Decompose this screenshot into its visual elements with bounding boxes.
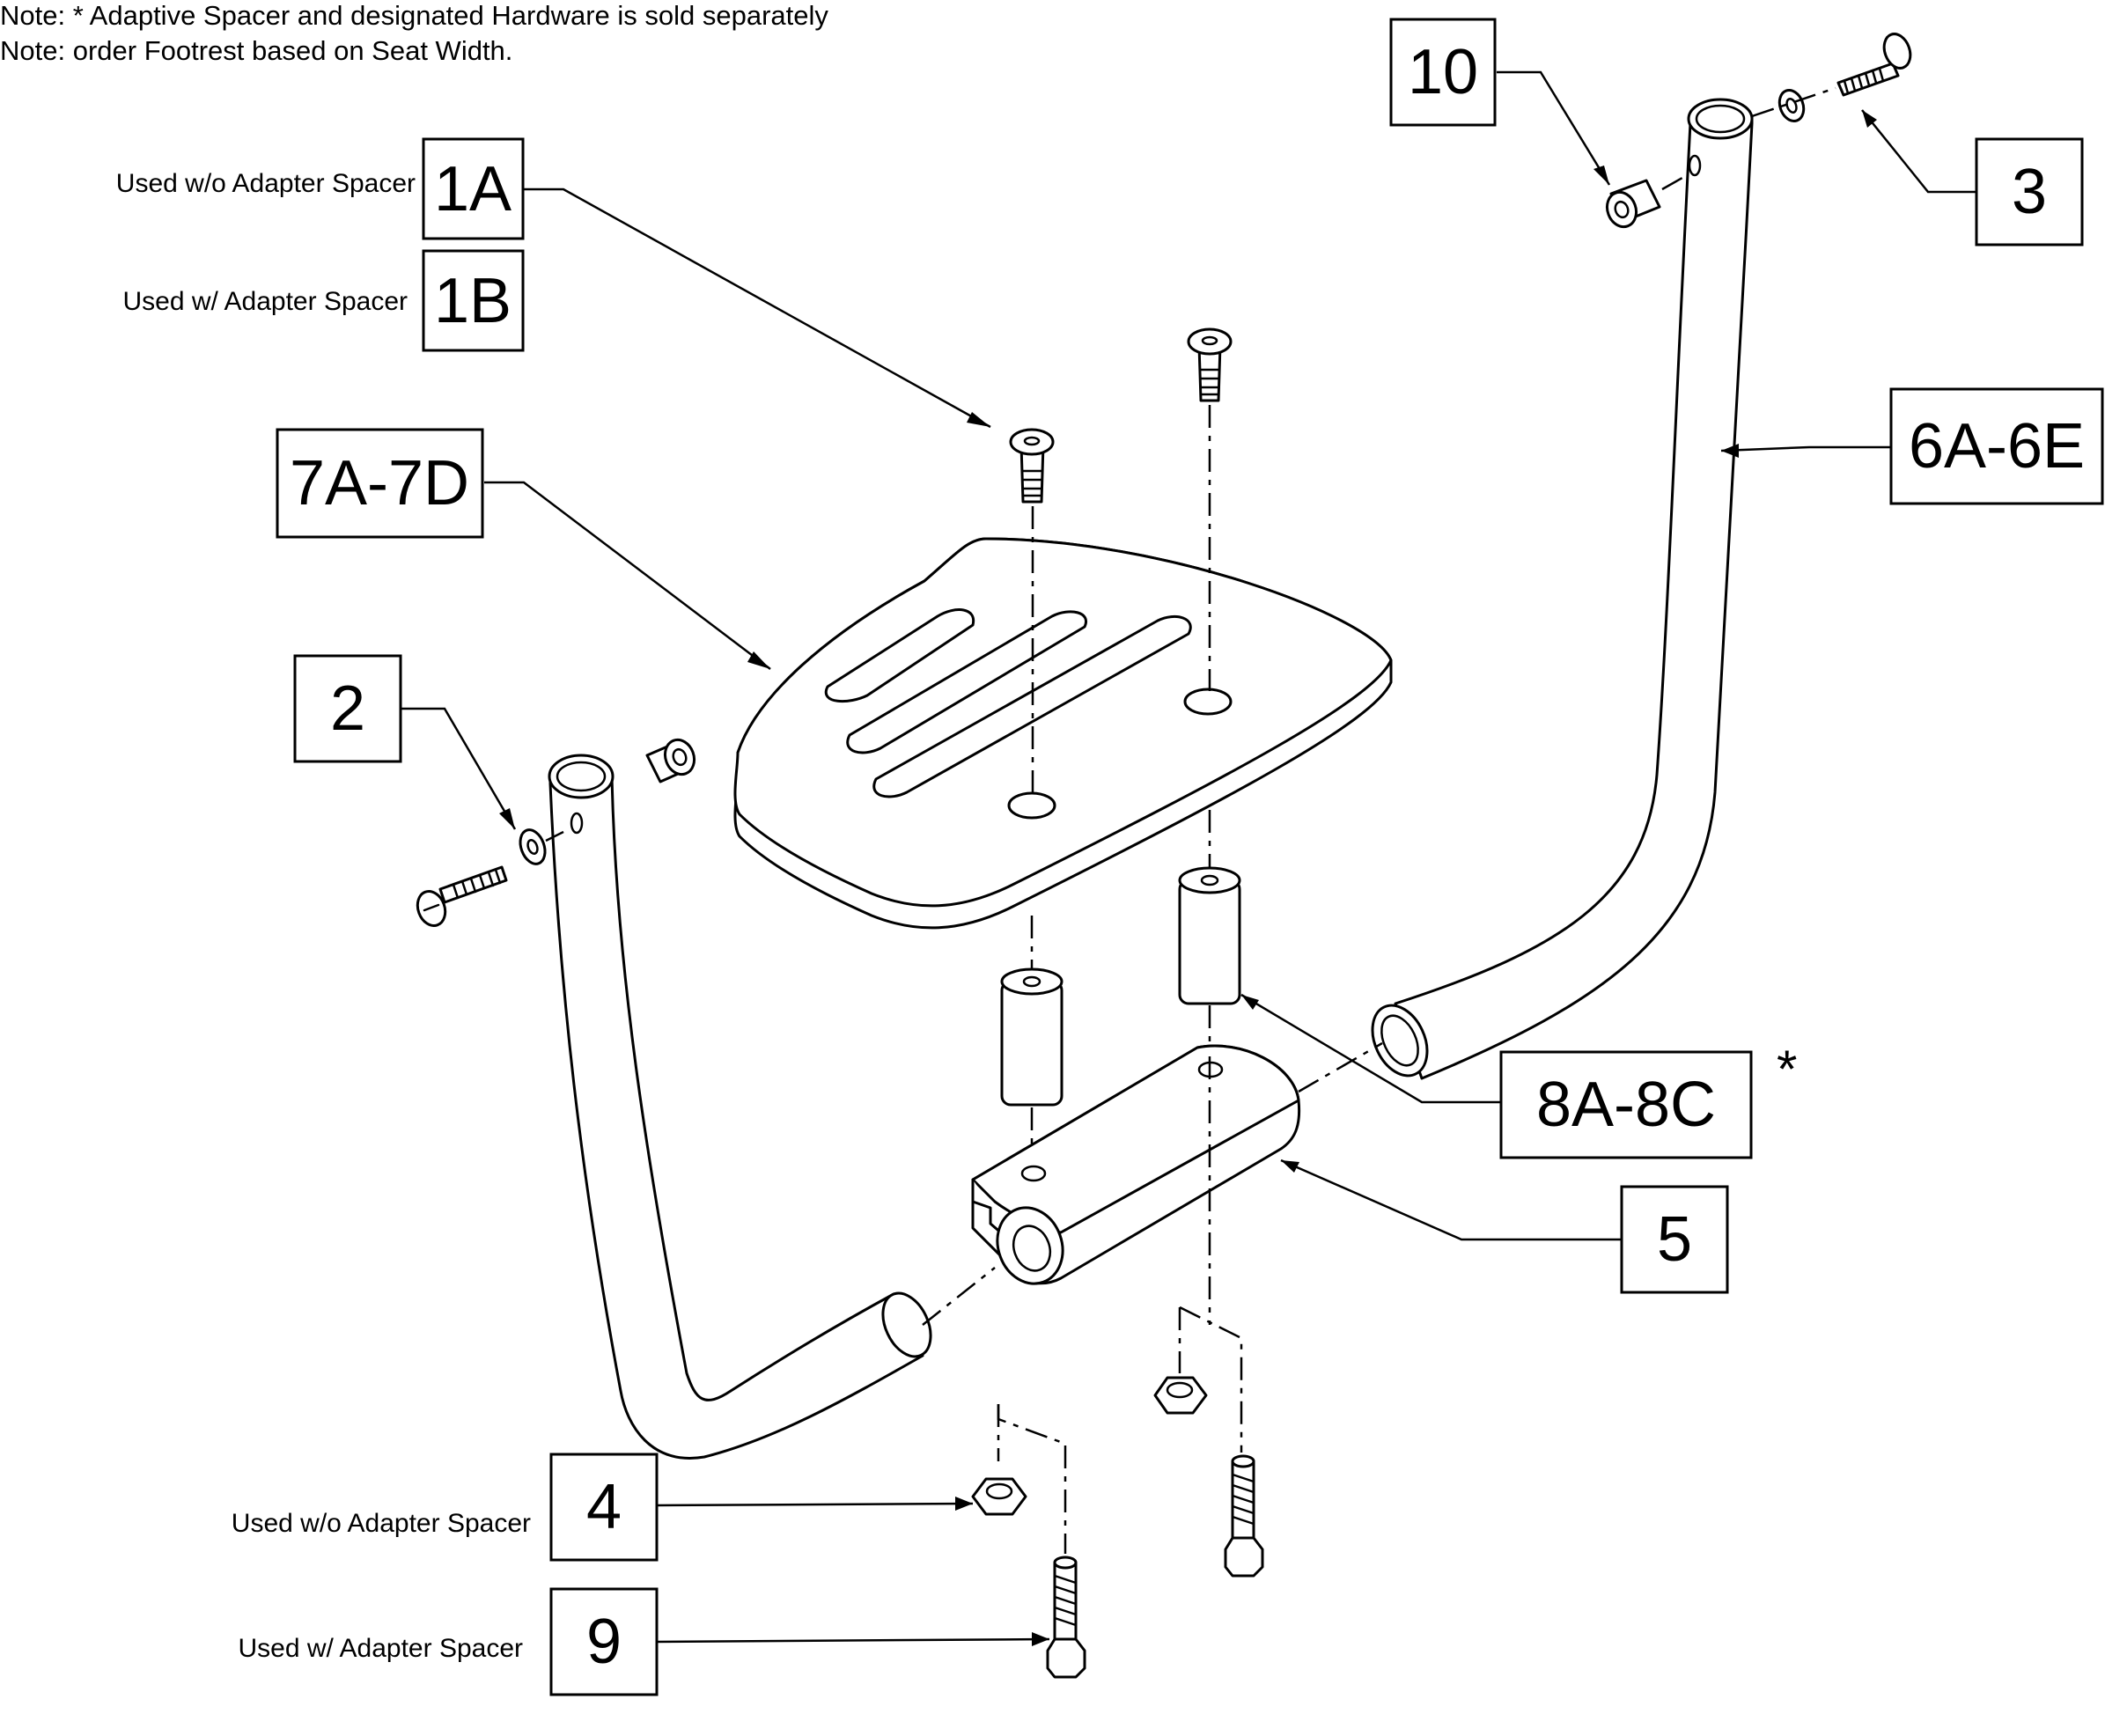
- leader-8: [1240, 993, 1501, 1104]
- arrowhead: [967, 412, 990, 427]
- axis-line: [922, 1267, 996, 1326]
- svg-text:6A-6E: 6A-6E: [1909, 411, 2085, 482]
- footplate: [733, 537, 1393, 930]
- leader-7: [484, 481, 771, 670]
- hanger-tube-left: [548, 754, 932, 1460]
- arrowhead: [955, 1497, 973, 1511]
- callout-9: 9: [549, 1587, 659, 1696]
- leader-3: [1861, 109, 1976, 194]
- svg-text:5: 5: [1657, 1204, 1692, 1275]
- leader-9: [655, 1637, 1050, 1644]
- washer-right: [1777, 89, 1806, 122]
- callout-8A-8C: 8A-8C: [1499, 1050, 1753, 1159]
- usage-label-1A: Used w/o Adapter Spacer: [116, 169, 416, 198]
- bolt-9: [1046, 1556, 1086, 1679]
- footplate-screw-left: [1009, 428, 1055, 504]
- callout-7A-7D: 7A-7D: [276, 428, 484, 539]
- leader-5: [1280, 1159, 1622, 1241]
- footplate-screw-right: [1187, 327, 1233, 402]
- nut-right: [1153, 1376, 1208, 1415]
- screw-3: [1836, 33, 1912, 97]
- svg-text:9: 9: [586, 1607, 622, 1677]
- svg-text:1B: 1B: [434, 266, 512, 336]
- callout-3: 3: [1975, 137, 2084, 246]
- usage-label-1B: Used w/ Adapter Spacer: [122, 287, 408, 316]
- screw-left: [416, 865, 508, 927]
- leader-4: [655, 1502, 974, 1507]
- bushing-10: [1605, 179, 1661, 229]
- callout-6A-6E: 6A-6E: [1889, 387, 2104, 505]
- sold-separately-asterisk: *: [1777, 1040, 1797, 1099]
- note-order-by-seat-width: Note: order Footrest based on Seat Width…: [0, 35, 512, 66]
- arrowhead: [1281, 1160, 1299, 1173]
- leader-10: [1497, 70, 1611, 186]
- bolt-right: [1224, 1454, 1264, 1578]
- arrowhead: [499, 808, 515, 829]
- leader-1A: [523, 188, 991, 429]
- bushing-left: [645, 738, 696, 783]
- svg-text:10: 10: [1408, 37, 1478, 107]
- callout-1B: 1B: [422, 249, 525, 352]
- spacer-right: [1178, 866, 1241, 1005]
- spacer-left: [1000, 967, 1064, 1107]
- hanger-tube-right: [1371, 98, 1754, 1080]
- arrowhead: [1593, 166, 1609, 185]
- axis-line: [1751, 86, 1836, 118]
- svg-text:8A-8C: 8A-8C: [1536, 1070, 1716, 1140]
- leader-6: [1720, 445, 1891, 452]
- svg-text:7A-7D: 7A-7D: [290, 448, 469, 519]
- callout-5: 5: [1620, 1185, 1729, 1294]
- arrowhead: [747, 651, 770, 669]
- svg-text:4: 4: [586, 1472, 622, 1542]
- axis-line: [1661, 173, 1689, 191]
- usage-label-4: Used w/o Adapter Spacer: [232, 1509, 531, 1538]
- arrowhead: [1032, 1632, 1049, 1646]
- arrowhead: [1862, 110, 1877, 128]
- callout-1A: 1A: [422, 137, 525, 240]
- note-spacer-sold-separately: Note: * Adaptive Spacer and designated H…: [0, 0, 828, 31]
- washer-2: [519, 828, 547, 865]
- axis-line: [1298, 1041, 1383, 1093]
- axis-line: [545, 830, 564, 842]
- axis-line: [1178, 1306, 1243, 1453]
- arrowhead: [1721, 444, 1739, 458]
- nut-4: [971, 1477, 1027, 1516]
- arrowhead: [1241, 995, 1259, 1010]
- callout-10: 10: [1389, 18, 1497, 127]
- callout-4: 4: [549, 1453, 659, 1562]
- clamp-block: [971, 1044, 1301, 1285]
- leader-2: [401, 707, 517, 830]
- svg-text:1A: 1A: [434, 154, 512, 224]
- usage-label-9: Used w/ Adapter Spacer: [238, 1634, 523, 1663]
- callout-2: 2: [293, 654, 402, 763]
- svg-text:3: 3: [2012, 157, 2047, 227]
- svg-text:2: 2: [330, 673, 365, 744]
